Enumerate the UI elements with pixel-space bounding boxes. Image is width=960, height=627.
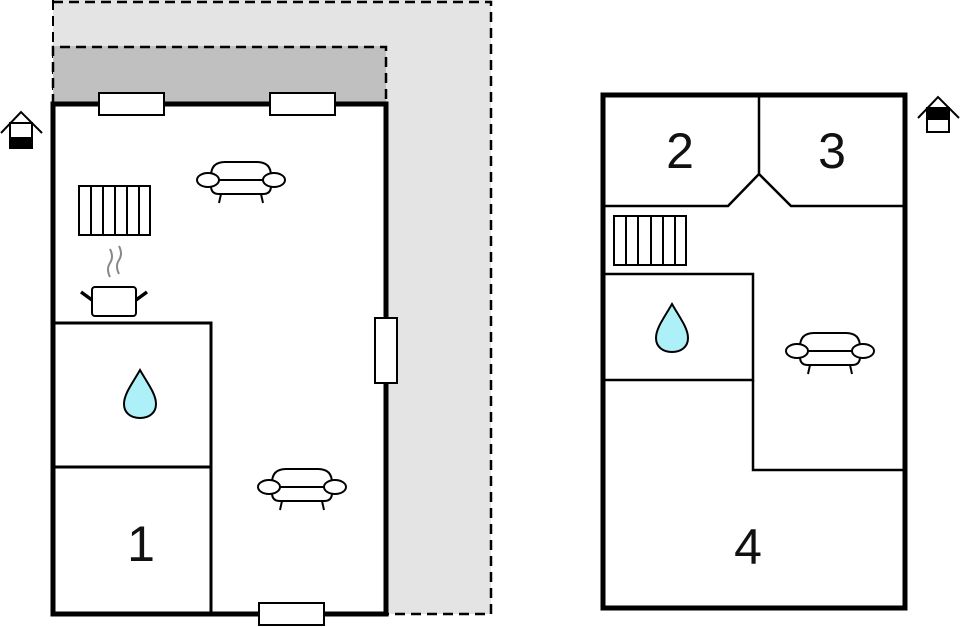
- window: [258, 602, 325, 626]
- house-upper-floor-icon: [917, 95, 960, 133]
- stairs-icon: [613, 215, 687, 266]
- window: [98, 92, 165, 116]
- room-label-4: 4: [734, 519, 762, 575]
- upper-floor: 2 3 4: [600, 92, 960, 611]
- window: [374, 317, 398, 384]
- bathroom-upper: [603, 272, 755, 382]
- stairs-icon: [78, 185, 151, 236]
- room-1: [51, 465, 213, 616]
- house-ground-floor-icon: [0, 110, 43, 149]
- ground-floor: 1: [0, 0, 493, 626]
- window: [269, 92, 336, 116]
- room-label-1: 1: [127, 516, 155, 572]
- room-label-2: 2: [666, 123, 694, 179]
- cooking-pot-icon: [79, 245, 149, 317]
- room-label-3: 3: [818, 123, 846, 179]
